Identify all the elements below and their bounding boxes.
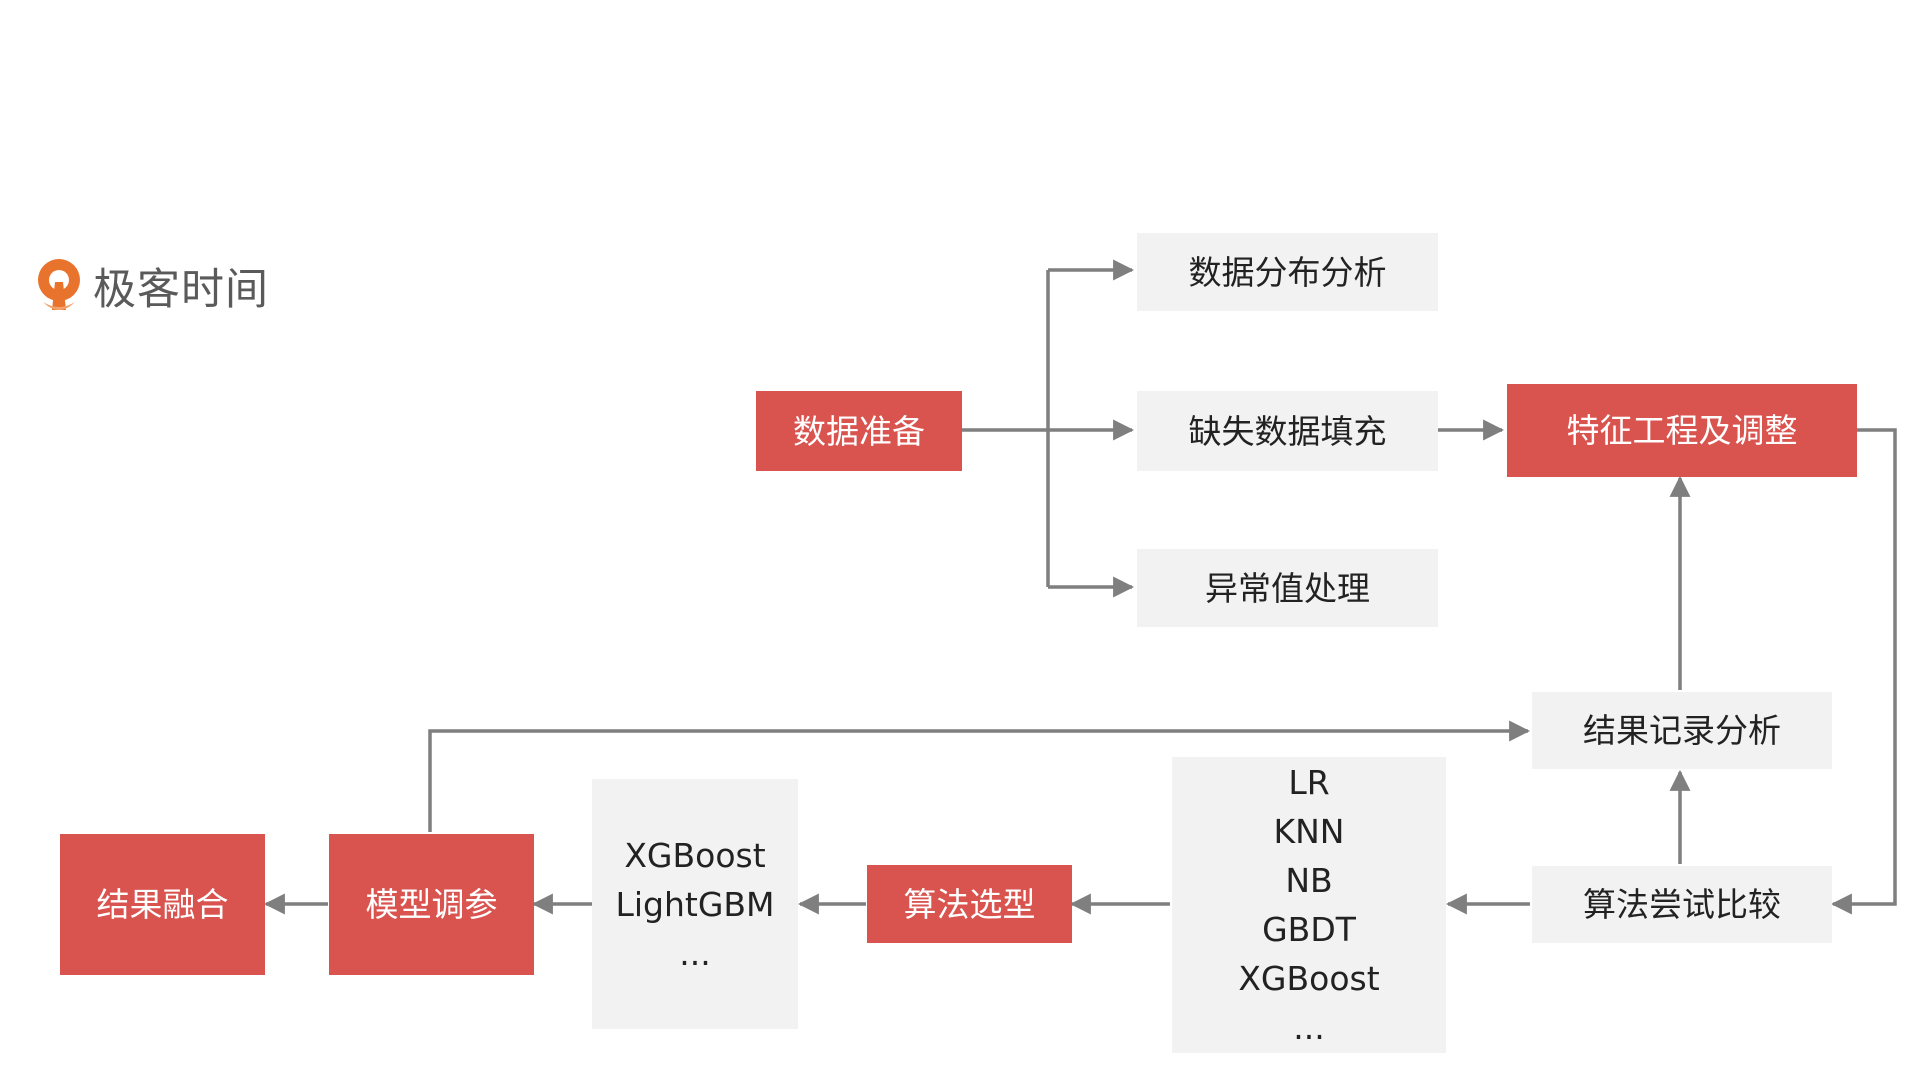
node-model-tuning: 模型调参 [329, 834, 534, 975]
node-algo-select: 算法选型 [867, 865, 1072, 943]
selected-item: XGBoost [624, 835, 766, 875]
candidate-item: GBDT [1262, 910, 1356, 949]
node-result-record: 结果记录分析 [1532, 692, 1832, 769]
edge-tuning-to-record [428, 720, 1531, 832]
node-missing-fill: 缺失数据填充 [1137, 391, 1438, 471]
node-data-distribution: 数据分布分析 [1137, 233, 1438, 311]
geektime-logo-icon [33, 256, 85, 316]
node-result-fusion: 结果融合 [60, 834, 265, 975]
brand-logo: 极客时间 [33, 256, 269, 316]
selected-item: ... [679, 933, 711, 973]
node-algo-compare: 算法尝试比较 [1532, 866, 1832, 943]
node-feature-engineering: 特征工程及调整 [1507, 384, 1857, 477]
node-data-prep: 数据准备 [756, 391, 962, 471]
edge-feature-to-compare [1830, 428, 1897, 915]
candidate-item: ... [1293, 1008, 1325, 1047]
node-outlier: 异常值处理 [1137, 549, 1438, 627]
candidate-item: NB [1285, 861, 1333, 900]
candidate-item: KNN [1273, 812, 1345, 851]
node-selected-algorithms: XGBoost LightGBM ... [592, 779, 798, 1029]
node-algorithm-candidates: LR KNN NB GBDT XGBoost ... [1172, 757, 1446, 1053]
selected-item: LightGBM [615, 884, 775, 924]
brand-name: 极客时间 [93, 265, 269, 315]
candidate-item: LR [1288, 763, 1330, 802]
candidate-item: XGBoost [1238, 959, 1380, 998]
